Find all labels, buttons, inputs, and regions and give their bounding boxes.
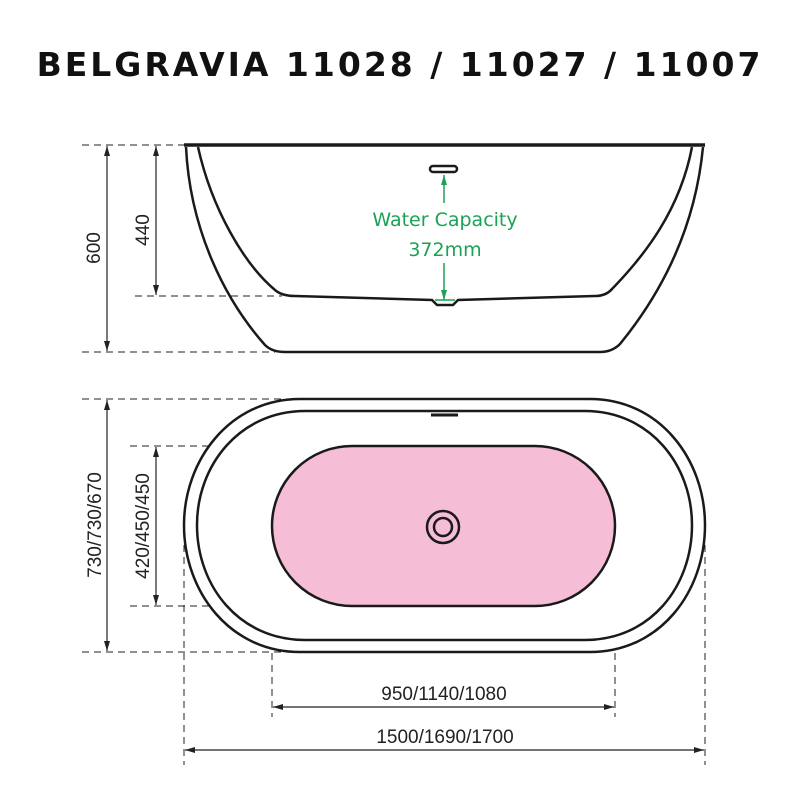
basin-length-label: 950/1140/1080 — [381, 684, 506, 705]
front-extension-lines — [82, 144, 282, 353]
overall-length-label: 1500/1690/1700 — [376, 727, 513, 748]
basin-width-label: 420/450/450 — [133, 473, 154, 579]
tub-inner-wall — [196, 146, 694, 307]
basin-interior — [270, 444, 617, 608]
top-view: 730/730/670 420/450/450 950/1140/1080 15… — [82, 397, 707, 765]
overflow-icon — [428, 164, 459, 174]
overall-height-label: 600 — [84, 232, 105, 264]
tub-outer-shell — [184, 146, 705, 354]
water-capacity-value: 372mm — [408, 239, 481, 261]
water-capacity-label: Water Capacity — [372, 209, 517, 231]
front-view: Water Capacity 372mm 600 440 — [82, 143, 705, 354]
internal-depth-label: 440 — [133, 214, 154, 246]
overall-width-label: 730/730/670 — [85, 472, 106, 578]
diagram-title: BELGRAVIA 11028 / 11027 / 11007 — [36, 45, 764, 84]
drain-icon — [425, 509, 461, 545]
